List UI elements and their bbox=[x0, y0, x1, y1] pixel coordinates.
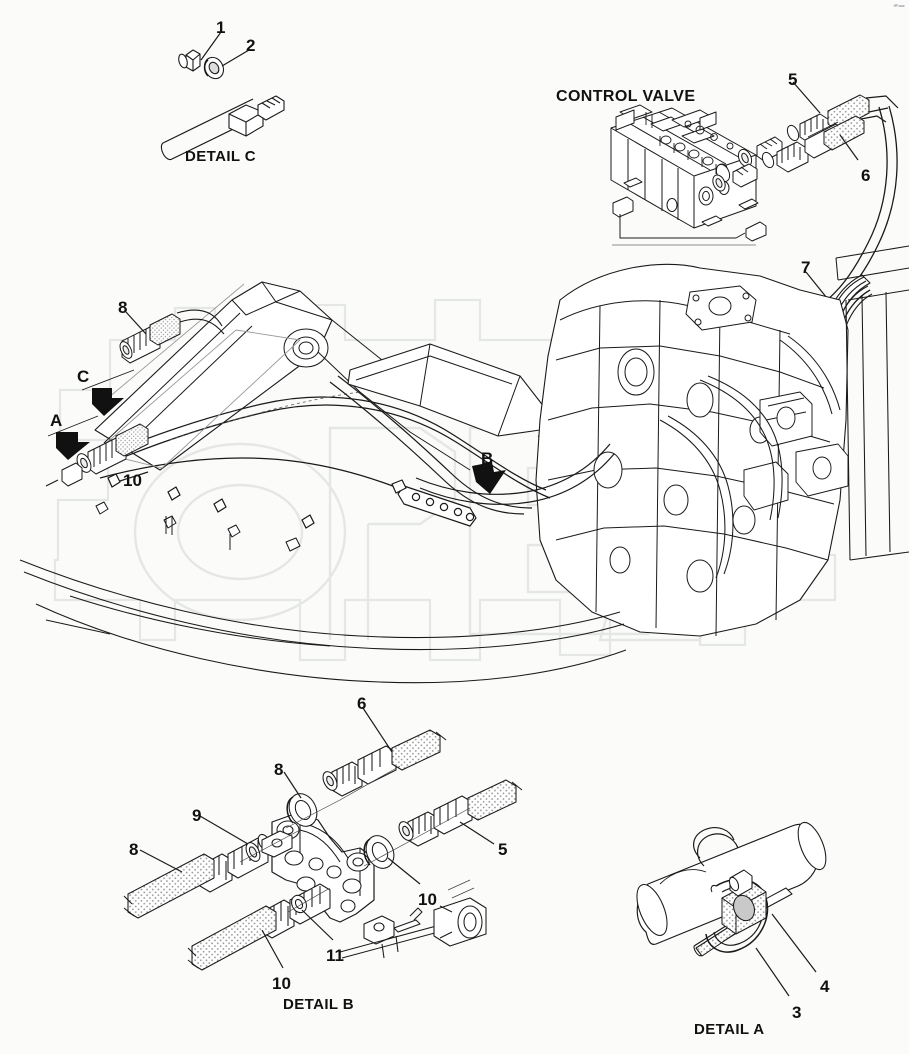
callout-10-detail-b: 10 bbox=[272, 974, 291, 993]
leader-4-da bbox=[771, 913, 817, 973]
callout-8-machine: 8 bbox=[118, 298, 128, 317]
part-8-nut-upper bbox=[286, 793, 318, 827]
detail-b-title: DETAIL B bbox=[283, 996, 354, 1013]
arrow-B bbox=[472, 462, 506, 494]
leader-6 bbox=[839, 134, 859, 161]
leader-8-main bbox=[125, 311, 147, 335]
leader-2 bbox=[221, 49, 250, 67]
callout-3-detail-a: 3 bbox=[792, 1003, 802, 1022]
detail-a-title: DETAIL A bbox=[694, 1021, 765, 1038]
callout-7-control-valve: 7 bbox=[801, 258, 811, 277]
callout-11-detail-b: 11 bbox=[326, 946, 344, 965]
callout-9-detail-b: 9 bbox=[192, 806, 202, 825]
callout-10-detail-b: 10 bbox=[418, 890, 437, 909]
detail-b-illustration bbox=[123, 707, 523, 971]
callout-C-machine: C bbox=[77, 367, 90, 386]
callout-1-detail-c: 1 bbox=[216, 18, 226, 37]
fitting-train-lower bbox=[712, 115, 887, 192]
part-11-oring bbox=[291, 894, 307, 914]
callout-5-control-valve: 5 bbox=[788, 70, 798, 89]
hose-over-frame bbox=[329, 375, 615, 527]
hose-6-detail-b bbox=[322, 729, 447, 797]
leader-10-db2 bbox=[261, 929, 284, 969]
chassis-rail bbox=[835, 245, 909, 561]
part-10-fitting-main bbox=[45, 423, 149, 487]
leader-5 bbox=[792, 81, 821, 114]
arrow-A bbox=[56, 432, 90, 460]
corner-mark: ▰▬ bbox=[893, 3, 905, 9]
part-4-clamp-block bbox=[721, 881, 767, 935]
valve-block bbox=[610, 104, 759, 229]
callout-5-detail-b: 5 bbox=[498, 840, 508, 859]
leader-3-da bbox=[755, 947, 790, 997]
machine-main-illustration bbox=[19, 245, 909, 684]
callout-10-machine: 10 bbox=[123, 471, 142, 490]
nipple-detail-a bbox=[728, 869, 753, 897]
callout-4-detail-a: 4 bbox=[820, 977, 830, 996]
leader-9-db bbox=[199, 815, 249, 845]
part-8-fitting-main bbox=[119, 309, 225, 364]
callout-A-machine: A bbox=[50, 411, 63, 430]
hose-10-detail-b bbox=[187, 883, 331, 971]
part-1-plug bbox=[178, 49, 201, 72]
leader-10-db1 bbox=[387, 857, 421, 885]
leader-11-db bbox=[301, 909, 334, 941]
callout-8-detail-b: 8 bbox=[129, 840, 139, 859]
control-valve-illustration bbox=[610, 81, 899, 351]
leader-8-db1 bbox=[283, 771, 302, 799]
callout-6-control-valve: 6 bbox=[861, 166, 871, 185]
detail-a-illustration bbox=[636, 821, 827, 997]
callout-8-detail-b: 8 bbox=[274, 760, 284, 779]
lower-clamps bbox=[95, 501, 301, 552]
upper-structure-frame bbox=[535, 263, 849, 637]
leader-8-db2 bbox=[139, 849, 183, 873]
leader-6-db bbox=[362, 707, 393, 753]
callout-2-detail-c: 2 bbox=[246, 36, 256, 55]
leader-5-db bbox=[459, 821, 495, 845]
callout-B-machine: B bbox=[481, 449, 494, 468]
track-frame bbox=[19, 559, 627, 684]
sleeve-detail-b bbox=[433, 897, 487, 947]
callout-6-detail-b: 6 bbox=[357, 694, 367, 713]
bracket-plate bbox=[271, 811, 375, 923]
control-valve-title: CONTROL VALVE bbox=[556, 88, 696, 105]
detail-reference-boxes bbox=[95, 283, 301, 469]
leader-1 bbox=[200, 31, 222, 61]
detail-c-title: DETAIL C bbox=[185, 148, 256, 165]
part-10-nut-right bbox=[363, 835, 395, 869]
arrow-C bbox=[92, 388, 124, 416]
part-2-seal bbox=[203, 56, 225, 80]
leader-10-main bbox=[119, 471, 149, 482]
detail-c-illustration bbox=[160, 31, 285, 161]
